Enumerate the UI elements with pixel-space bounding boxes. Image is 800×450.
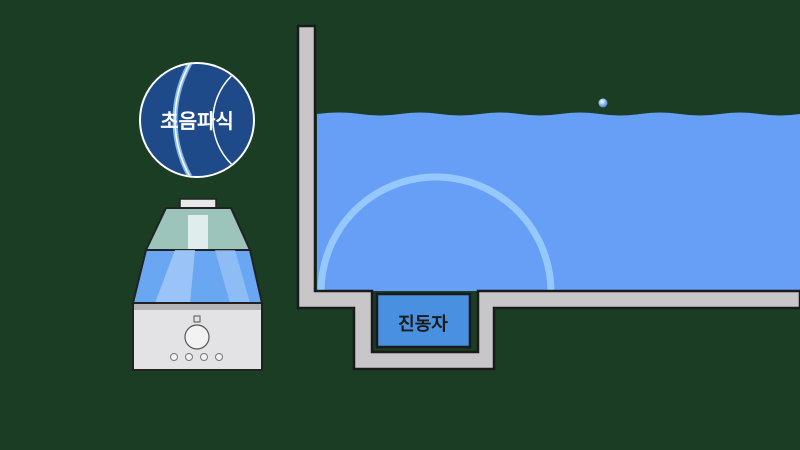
power-indicator-icon (193, 315, 201, 323)
ultrasonic-wave (317, 173, 555, 291)
tank-wall (296, 24, 800, 371)
control-button (185, 353, 193, 361)
sound-wave-arc (212, 64, 253, 176)
mist-tube (188, 215, 208, 249)
control-button (170, 353, 178, 361)
transducer: 진동자 (375, 292, 472, 349)
ultrasonic-badge: 초음파식 (139, 62, 255, 178)
water-body (317, 112, 800, 291)
control-button (200, 353, 208, 361)
control-dial (184, 324, 210, 350)
humidifier-illustration (131, 198, 264, 371)
badge-label: 초음파식 (160, 109, 234, 133)
water-droplet (598, 98, 608, 108)
transducer-label: 진동자 (398, 314, 448, 335)
control-button (215, 353, 223, 361)
